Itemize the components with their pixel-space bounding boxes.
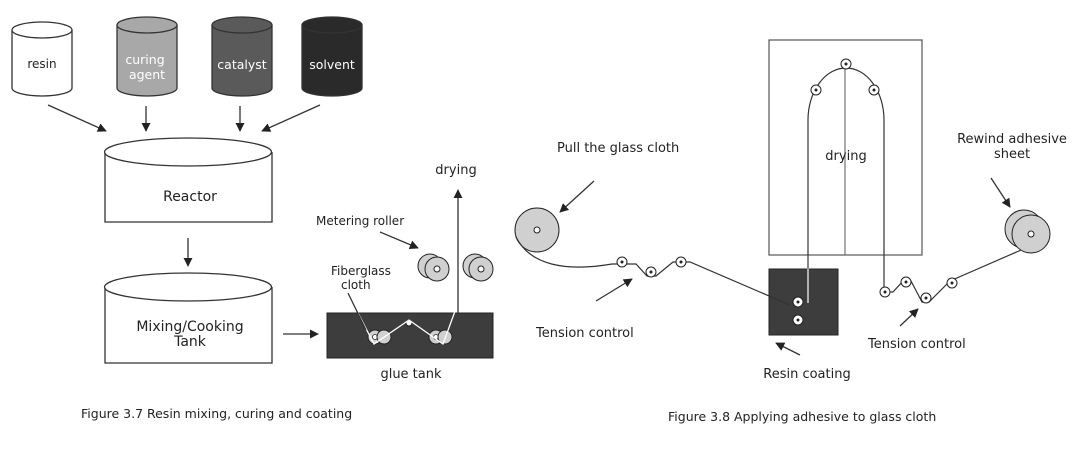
reactor-label: Reactor [163, 189, 217, 205]
fiberglass-pointer [347, 292, 367, 331]
tension-right-label: Tension control [867, 337, 966, 352]
arrow-resin-coating [775, 342, 801, 356]
drum-label-resin: resin [27, 57, 56, 71]
arrow-metering [379, 231, 419, 250]
curing-line2: agent [129, 67, 165, 82]
resin-coating-label: Resin coating [763, 367, 850, 382]
drum-catalyst: catalyst [211, 16, 273, 97]
pull-roll [514, 207, 560, 253]
mixing-tank: Mixing/Cooking Tank [103, 272, 273, 364]
glue-tank-label: glue tank [380, 367, 442, 382]
drum-label-solvent: solvent [309, 57, 355, 72]
metering-rollers [417, 253, 494, 282]
tank-label-line1: Mixing/Cooking [136, 319, 243, 335]
drying-label-right: drying [825, 149, 866, 164]
fiberglass-label-line2: cloth [341, 278, 371, 292]
arrow-tension-right [899, 308, 919, 327]
arrow-rewind [990, 177, 1011, 208]
rewind-label-line2: sheet [994, 147, 1030, 162]
drum-label-curing-agent: curing agent [125, 52, 168, 82]
tank-label-line2: Tank [173, 334, 207, 350]
arrow-pull [559, 180, 595, 213]
drying-label-left: drying [435, 163, 476, 178]
drum-solvent: solvent [301, 16, 363, 97]
curing-line1: curing [125, 52, 164, 67]
tension-left-label: Tension control [535, 326, 634, 341]
reactor: Reactor [103, 137, 273, 223]
caption-fig38: Figure 3.8 Applying adhesive to glass cl… [668, 409, 936, 424]
drum-resin: resin [11, 21, 73, 97]
drum-label-catalyst: catalyst [217, 57, 266, 72]
fiberglass-label-line1: Fiberglass [331, 264, 391, 278]
rewind-label-line1: Rewind adhesive [957, 132, 1067, 147]
metering-roller-label: Metering roller [316, 214, 404, 228]
glue-tank: glue tank [326, 302, 494, 382]
caption-fig37: Figure 3.7 Resin mixing, curing and coat… [81, 406, 352, 421]
rewind-roll [1004, 209, 1051, 254]
arrow-solvent [261, 104, 321, 132]
arrow-tension-left [595, 278, 633, 302]
arrow-resin [47, 104, 107, 132]
pull-label: Pull the glass cloth [557, 141, 679, 156]
drum-curing-agent: curing agent [116, 16, 178, 97]
